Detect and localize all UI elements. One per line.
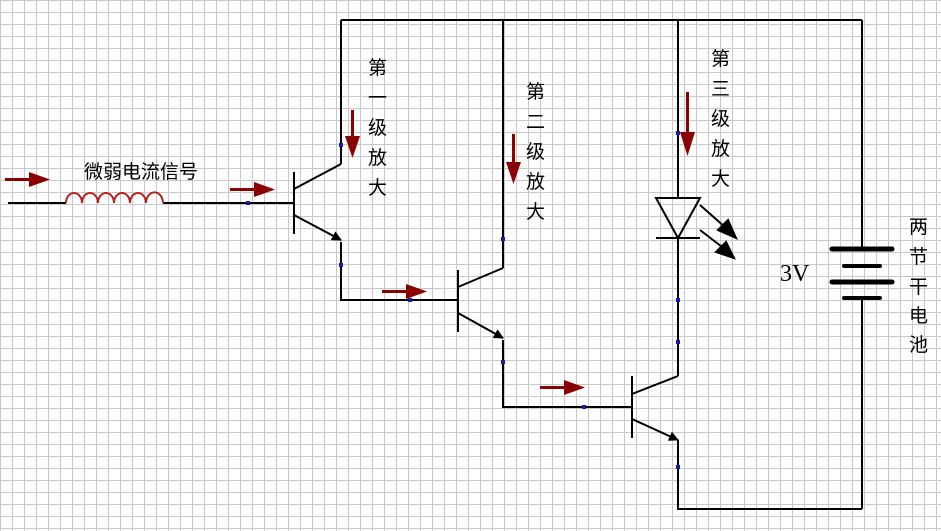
stage-1-label: 第 一 级 放 大	[368, 57, 387, 199]
junction-dots	[246, 131, 680, 469]
stage-2-char: 第	[526, 81, 545, 103]
battery-char: 干	[909, 276, 928, 298]
stage-1-char: 大	[368, 177, 387, 199]
stage-2-char: 二	[526, 111, 545, 133]
wires	[8, 19, 863, 510]
battery-label: 两 节 干 电 池	[909, 216, 928, 356]
stage-3-char: 放	[711, 138, 730, 160]
stage-2-char: 大	[526, 201, 545, 223]
battery-char: 池	[909, 334, 928, 356]
stage-1-char: 放	[368, 147, 387, 169]
current-arrows	[5, 92, 695, 395]
current-arrow-base-2	[382, 284, 427, 299]
stage-2-char: 放	[526, 171, 545, 193]
battery	[829, 246, 895, 300]
battery-char: 节	[909, 246, 928, 268]
transistor-stage-3	[631, 375, 679, 441]
current-arrow-collector-2	[506, 134, 521, 184]
stage-3-label: 第 三 级 放 大	[711, 48, 730, 190]
stage-3-char: 大	[711, 168, 730, 190]
current-arrow-input	[5, 172, 50, 187]
led-light-arrows	[699, 204, 738, 260]
battery-char: 两	[909, 216, 928, 238]
input-signal-label: 微弱电流信号	[84, 161, 198, 183]
stage-2-char: 级	[526, 141, 545, 163]
stage-1-char: 一	[368, 87, 387, 109]
current-arrow-collector-3	[680, 92, 695, 156]
stage-1-char: 级	[368, 117, 387, 139]
stage-3-char: 级	[711, 108, 730, 130]
stage-1-char: 第	[368, 57, 387, 79]
transistor-stage-1	[293, 163, 342, 241]
stage-3-char: 第	[711, 48, 730, 70]
current-arrow-collector-1	[345, 110, 360, 158]
input-coil	[65, 191, 164, 204]
voltage-label: 3V	[780, 261, 810, 287]
battery-char: 电	[909, 305, 928, 327]
transistor-stage-2	[457, 267, 504, 339]
current-arrow-base-3	[540, 380, 585, 395]
led-diode	[654, 197, 702, 241]
current-arrow-base-1	[230, 182, 275, 197]
stage-3-char: 三	[711, 78, 730, 100]
stage-2-label: 第 二 级 放 大	[526, 81, 545, 223]
